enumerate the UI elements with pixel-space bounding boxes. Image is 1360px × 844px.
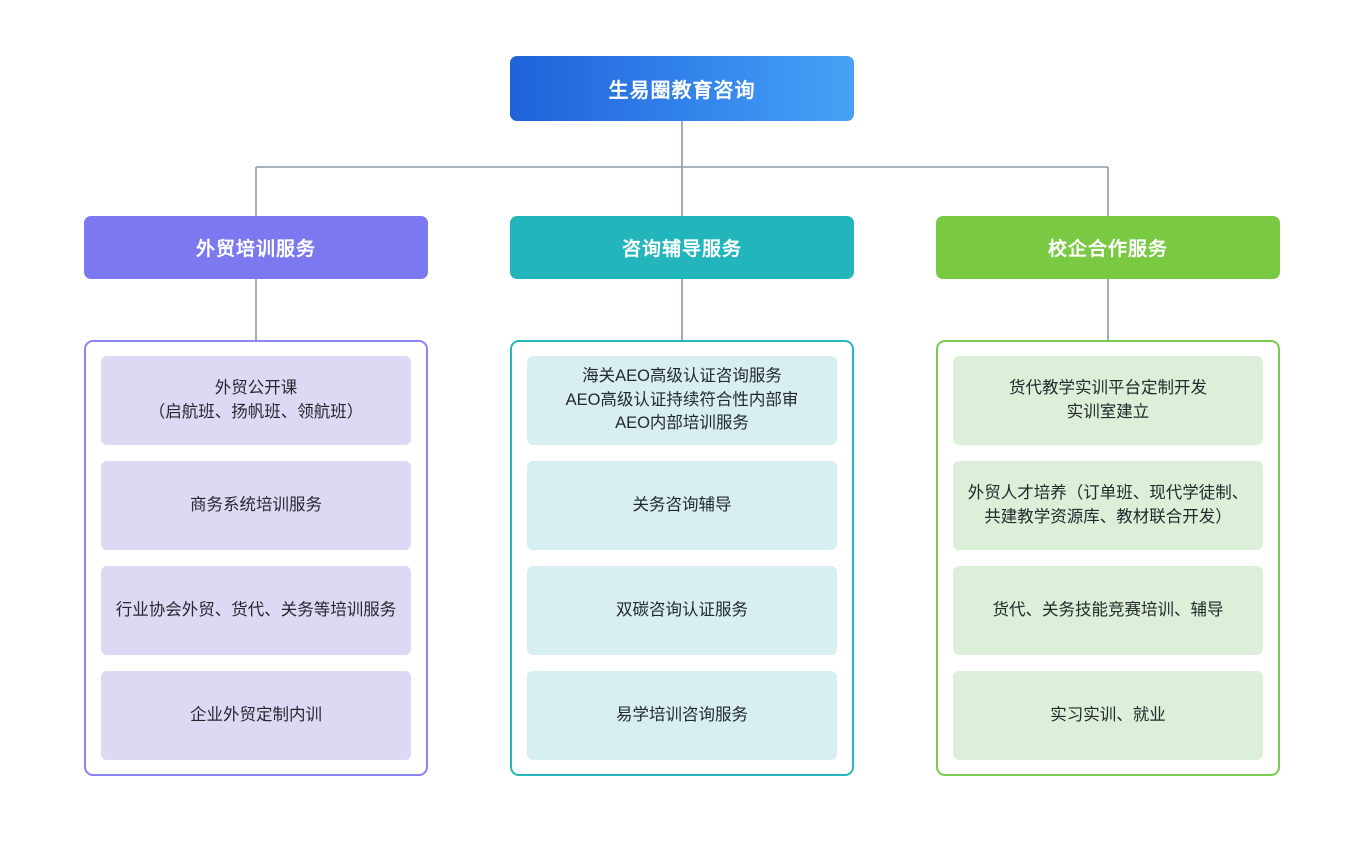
item-card[interactable]: 货代教学实训平台定制开发 实训室建立 bbox=[953, 356, 1263, 445]
item-card[interactable]: 企业外贸定制内训 bbox=[101, 671, 411, 760]
branch-header-2-label: 咨询辅导服务 bbox=[621, 239, 742, 260]
item-card[interactable]: 双碳咨询认证服务 bbox=[527, 566, 837, 655]
item-card[interactable]: 关务咨询辅导 bbox=[527, 461, 837, 550]
branch-header-3[interactable]: 校企合作服务 bbox=[936, 216, 1280, 279]
item-card[interactable]: 实习实训、就业 bbox=[953, 671, 1263, 760]
branch-header-1-label: 外贸培训服务 bbox=[195, 239, 316, 260]
item-card[interactable]: 外贸人才培养（订单班、现代学徒制、共建教学资源库、教材联合开发） bbox=[953, 461, 1263, 550]
group-box-1: 外贸公开课 （启航班、扬帆班、领航班） 商务系统培训服务 行业协会外贸、货代、关… bbox=[84, 340, 428, 776]
item-card[interactable]: 行业协会外贸、货代、关务等培训服务 bbox=[101, 566, 411, 655]
root-node-label: 生易圈教育咨询 bbox=[608, 80, 756, 102]
item-card[interactable]: 外贸公开课 （启航班、扬帆班、领航班） bbox=[101, 356, 411, 445]
branch-column-2: 咨询辅导服务 bbox=[510, 216, 854, 279]
item-card[interactable]: 易学培训咨询服务 bbox=[527, 671, 837, 760]
item-card[interactable]: 商务系统培训服务 bbox=[101, 461, 411, 550]
branch-header-3-label: 校企合作服务 bbox=[1047, 239, 1168, 260]
group-box-2: 海关AEO高级认证咨询服务 AEO高级认证持续符合性内部审 AEO内部培训服务 … bbox=[510, 340, 854, 776]
item-card[interactable]: 海关AEO高级认证咨询服务 AEO高级认证持续符合性内部审 AEO内部培训服务 bbox=[527, 356, 837, 445]
branch-column-3: 校企合作服务 bbox=[936, 216, 1280, 279]
root-node[interactable]: 生易圈教育咨询 bbox=[510, 56, 854, 121]
branch-header-1[interactable]: 外贸培训服务 bbox=[84, 216, 428, 279]
branch-header-2[interactable]: 咨询辅导服务 bbox=[510, 216, 854, 279]
group-box-3: 货代教学实训平台定制开发 实训室建立 外贸人才培养（订单班、现代学徒制、共建教学… bbox=[936, 340, 1280, 776]
branch-column-1: 外贸培训服务 bbox=[84, 216, 428, 279]
item-card[interactable]: 货代、关务技能竞赛培训、辅导 bbox=[953, 566, 1263, 655]
